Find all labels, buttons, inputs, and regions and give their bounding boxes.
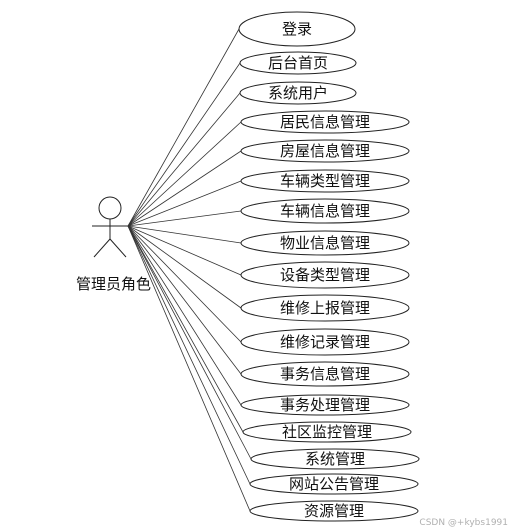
association-line	[127, 92, 241, 227]
use-case-ellipse	[238, 11, 356, 47]
association-line	[127, 225, 242, 309]
use-case[interactable]: 居民信息管理	[240, 110, 410, 134]
use-case-ellipse	[249, 500, 419, 522]
use-case-label: 车辆信息管理	[280, 202, 370, 220]
use-case-label: 后台首页	[268, 54, 328, 72]
use-case-ellipse	[240, 198, 410, 224]
association-line	[127, 225, 251, 512]
use-case[interactable]: 登录	[238, 11, 356, 47]
use-case[interactable]: 设备类型管理	[240, 261, 410, 289]
use-case-ellipse	[240, 261, 410, 289]
association-line	[127, 180, 242, 227]
use-case[interactable]: 后台首页	[239, 51, 357, 75]
use-case[interactable]: 车辆类型管理	[240, 169, 410, 193]
use-case-ellipse	[242, 421, 412, 443]
association-line	[127, 210, 242, 227]
use-case-label: 物业信息管理	[280, 234, 370, 252]
use-case-label: 维修上报管理	[280, 299, 370, 317]
use-case-label: 系统管理	[305, 450, 365, 468]
actor-label: 管理员角色	[76, 275, 151, 293]
use-case[interactable]: 系统管理	[250, 448, 420, 470]
use-case-ellipse	[249, 473, 419, 495]
use-case[interactable]: 车辆信息管理	[240, 198, 410, 224]
use-case-label: 设备类型管理	[280, 266, 370, 284]
association-line	[127, 225, 242, 406]
use-case[interactable]: 系统用户	[239, 81, 357, 105]
use-case-label: 房屋信息管理	[280, 142, 370, 160]
use-case-ellipse	[240, 169, 410, 193]
use-case[interactable]: 事务信息管理	[240, 361, 410, 387]
association-line	[127, 225, 251, 485]
use-case-ellipse	[240, 394, 410, 416]
use-case[interactable]: 网站公告管理	[249, 473, 419, 495]
actor: 管理员角色	[76, 196, 151, 293]
use-case-ellipse	[239, 51, 357, 75]
use-case-label: 事务处理管理	[280, 396, 370, 414]
watermark: CSDN @+kybs1991	[419, 518, 508, 528]
association-line	[127, 28, 240, 227]
use-case[interactable]: 事务处理管理	[240, 394, 410, 416]
use-case-label: 车辆类型管理	[280, 172, 370, 190]
use-case[interactable]: 资源管理	[249, 500, 419, 522]
use-case[interactable]: 物业信息管理	[240, 230, 410, 256]
actor-left-leg	[93, 238, 111, 258]
use-case-label: 网站公告管理	[289, 475, 379, 493]
use-case-label: 资源管理	[304, 502, 364, 520]
use-case[interactable]: 社区监控管理	[242, 421, 412, 443]
association-line	[127, 121, 242, 227]
use-case-ellipse	[239, 81, 357, 105]
use-case[interactable]: 维修记录管理	[240, 328, 410, 356]
use-case[interactable]: 房屋信息管理	[240, 139, 410, 163]
association-line	[127, 150, 242, 227]
use-case-label: 事务信息管理	[280, 365, 370, 383]
association-line	[127, 225, 242, 343]
use-case-label: 登录	[282, 20, 312, 38]
use-case-ellipse	[240, 294, 410, 322]
association-line	[127, 225, 244, 433]
association-line	[127, 225, 242, 244]
association-lines	[127, 28, 252, 512]
association-line	[127, 62, 241, 227]
use-case-ellipse	[240, 328, 410, 356]
association-line	[127, 225, 252, 460]
association-line	[127, 225, 242, 276]
use-case-label: 社区监控管理	[282, 423, 372, 441]
use-case-list: 登录后台首页系统用户居民信息管理房屋信息管理车辆类型管理车辆信息管理物业信息管理…	[238, 11, 420, 522]
use-case-ellipse	[240, 230, 410, 256]
use-case[interactable]: 维修上报管理	[240, 294, 410, 322]
actor-head	[98, 196, 122, 220]
use-case-ellipse	[240, 361, 410, 387]
association-line	[127, 225, 242, 375]
use-case-label: 系统用户	[268, 84, 328, 102]
use-case-ellipse	[250, 448, 420, 470]
actor-right-leg	[109, 238, 127, 258]
use-case-label: 维修记录管理	[280, 333, 370, 351]
use-case-ellipse	[240, 110, 410, 134]
use-case-label: 居民信息管理	[280, 113, 370, 131]
use-case-ellipse	[240, 139, 410, 163]
